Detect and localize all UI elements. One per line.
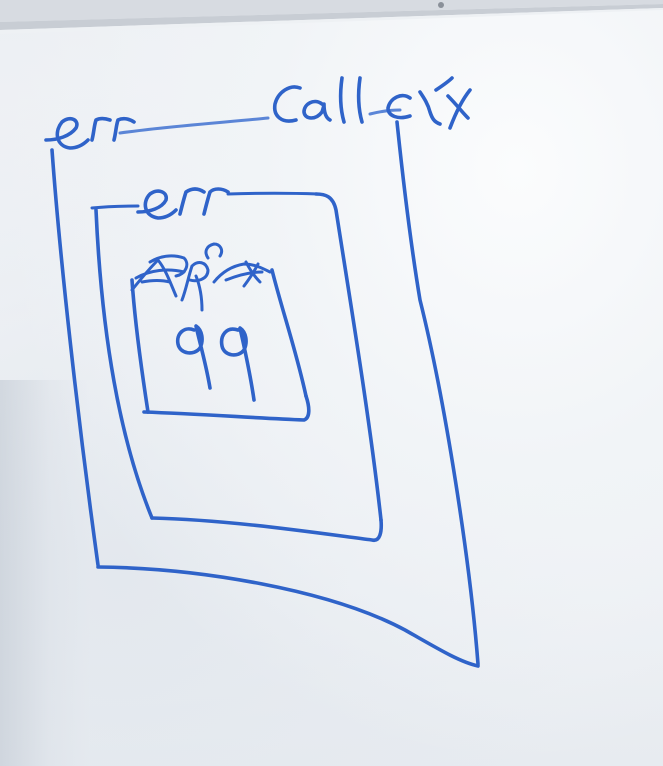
inner-label-scribble	[130, 242, 272, 312]
outer-label-call-ctx	[272, 76, 472, 130]
whiteboard-top-rail	[0, 0, 663, 34]
middle-label-err	[136, 187, 230, 220]
middle-box	[90, 191, 384, 543]
rail-screw-icon	[438, 2, 444, 8]
inner-value-99	[175, 324, 256, 402]
board-shadow	[0, 380, 90, 766]
outer-label-err	[44, 116, 136, 150]
outer-box	[50, 108, 480, 668]
